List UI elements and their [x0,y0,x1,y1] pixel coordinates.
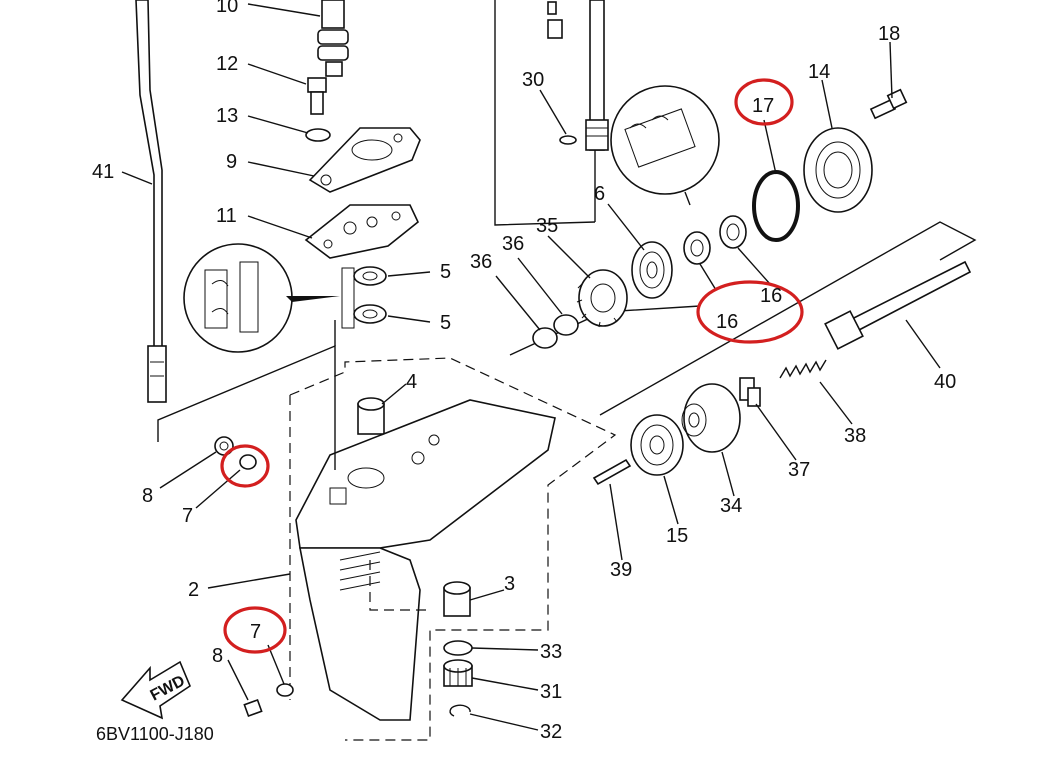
fwd-arrow: FWD [120,660,191,720]
pin-39 [592,458,632,486]
highlight-7-lower [223,606,287,654]
label-2: 2 [188,579,199,601]
label-41: 41 [92,161,114,183]
label-10: 10 [216,0,238,17]
washer-13 [305,128,331,142]
washer-36b [553,314,579,336]
bushing-4 [357,397,385,435]
cap-14 [803,127,873,213]
lower-casing [295,399,556,721]
label-7-lower: 7 [250,621,261,643]
prop-shaft-40 [824,260,972,350]
seal-detail-right [610,85,720,206]
gear-34 [681,383,741,453]
gasket-11 [304,204,419,259]
clip-32 [449,704,471,717]
highlight-17 [734,78,794,126]
assembly-lines [157,0,977,470]
oil-seals-5 [341,266,387,329]
label-17: 17 [752,95,774,117]
label-5b: 5 [440,312,451,334]
part-labels: 10 12 13 9 11 41 5 5 4 8 7 2 7 8 30 6 35… [92,0,956,743]
water-tube [317,0,349,77]
seal-detail-left [183,243,340,353]
drive-shaft [547,0,609,151]
label-18: 18 [878,23,900,45]
label-40: 40 [934,371,956,393]
label-38: 38 [844,425,866,447]
shift-rod [135,0,167,403]
plug-8-lower [243,698,263,718]
label-8-upper: 8 [142,485,153,507]
seals-16 [683,215,747,265]
highlight-16 [696,280,804,344]
dashed-outlines [289,357,617,741]
label-30: 30 [522,69,544,91]
label-37: 37 [788,459,810,481]
bearing-15 [630,414,684,476]
label-8-lower: 8 [212,645,223,667]
label-33: 33 [540,641,562,663]
label-32: 32 [540,721,562,743]
leader-lines [121,3,941,731]
gear-35 [576,269,628,328]
highlight-7-upper [220,444,270,488]
washer-33 [443,640,473,656]
label-16b: 16 [760,285,782,307]
bearing-6 [631,241,673,299]
label-39: 39 [610,559,632,581]
label-7-upper: 7 [182,505,193,527]
label-15: 15 [666,525,688,547]
label-11: 11 [216,205,237,227]
label-16a: 16 [716,311,738,333]
spring-38 [779,359,827,379]
gasket-7-lower [276,683,294,697]
diagram-code: 6BV1100-J180 [96,724,214,744]
label-9: 9 [226,151,237,173]
plate-9 [308,127,421,193]
gasket-7-upper [239,454,257,470]
label-34: 34 [720,495,742,517]
label-3: 3 [504,573,515,595]
label-36a: 36 [502,233,524,255]
label-4: 4 [406,371,417,393]
label-35: 35 [536,215,558,237]
label-36b: 36 [470,251,492,273]
label-12: 12 [216,53,238,75]
highlight-circles [220,78,804,654]
o-ring-17 [752,170,800,242]
label-31: 31 [540,681,562,703]
label-14: 14 [808,61,830,83]
label-13: 13 [216,105,238,127]
label-5a: 5 [440,261,451,283]
label-6: 6 [594,183,605,205]
bolt-18 [869,88,908,120]
bearing-31 [443,659,473,687]
bolt-12 [307,77,327,115]
clutch-37 [739,377,761,407]
washer-36a [532,327,558,349]
bushing-3 [443,581,471,617]
